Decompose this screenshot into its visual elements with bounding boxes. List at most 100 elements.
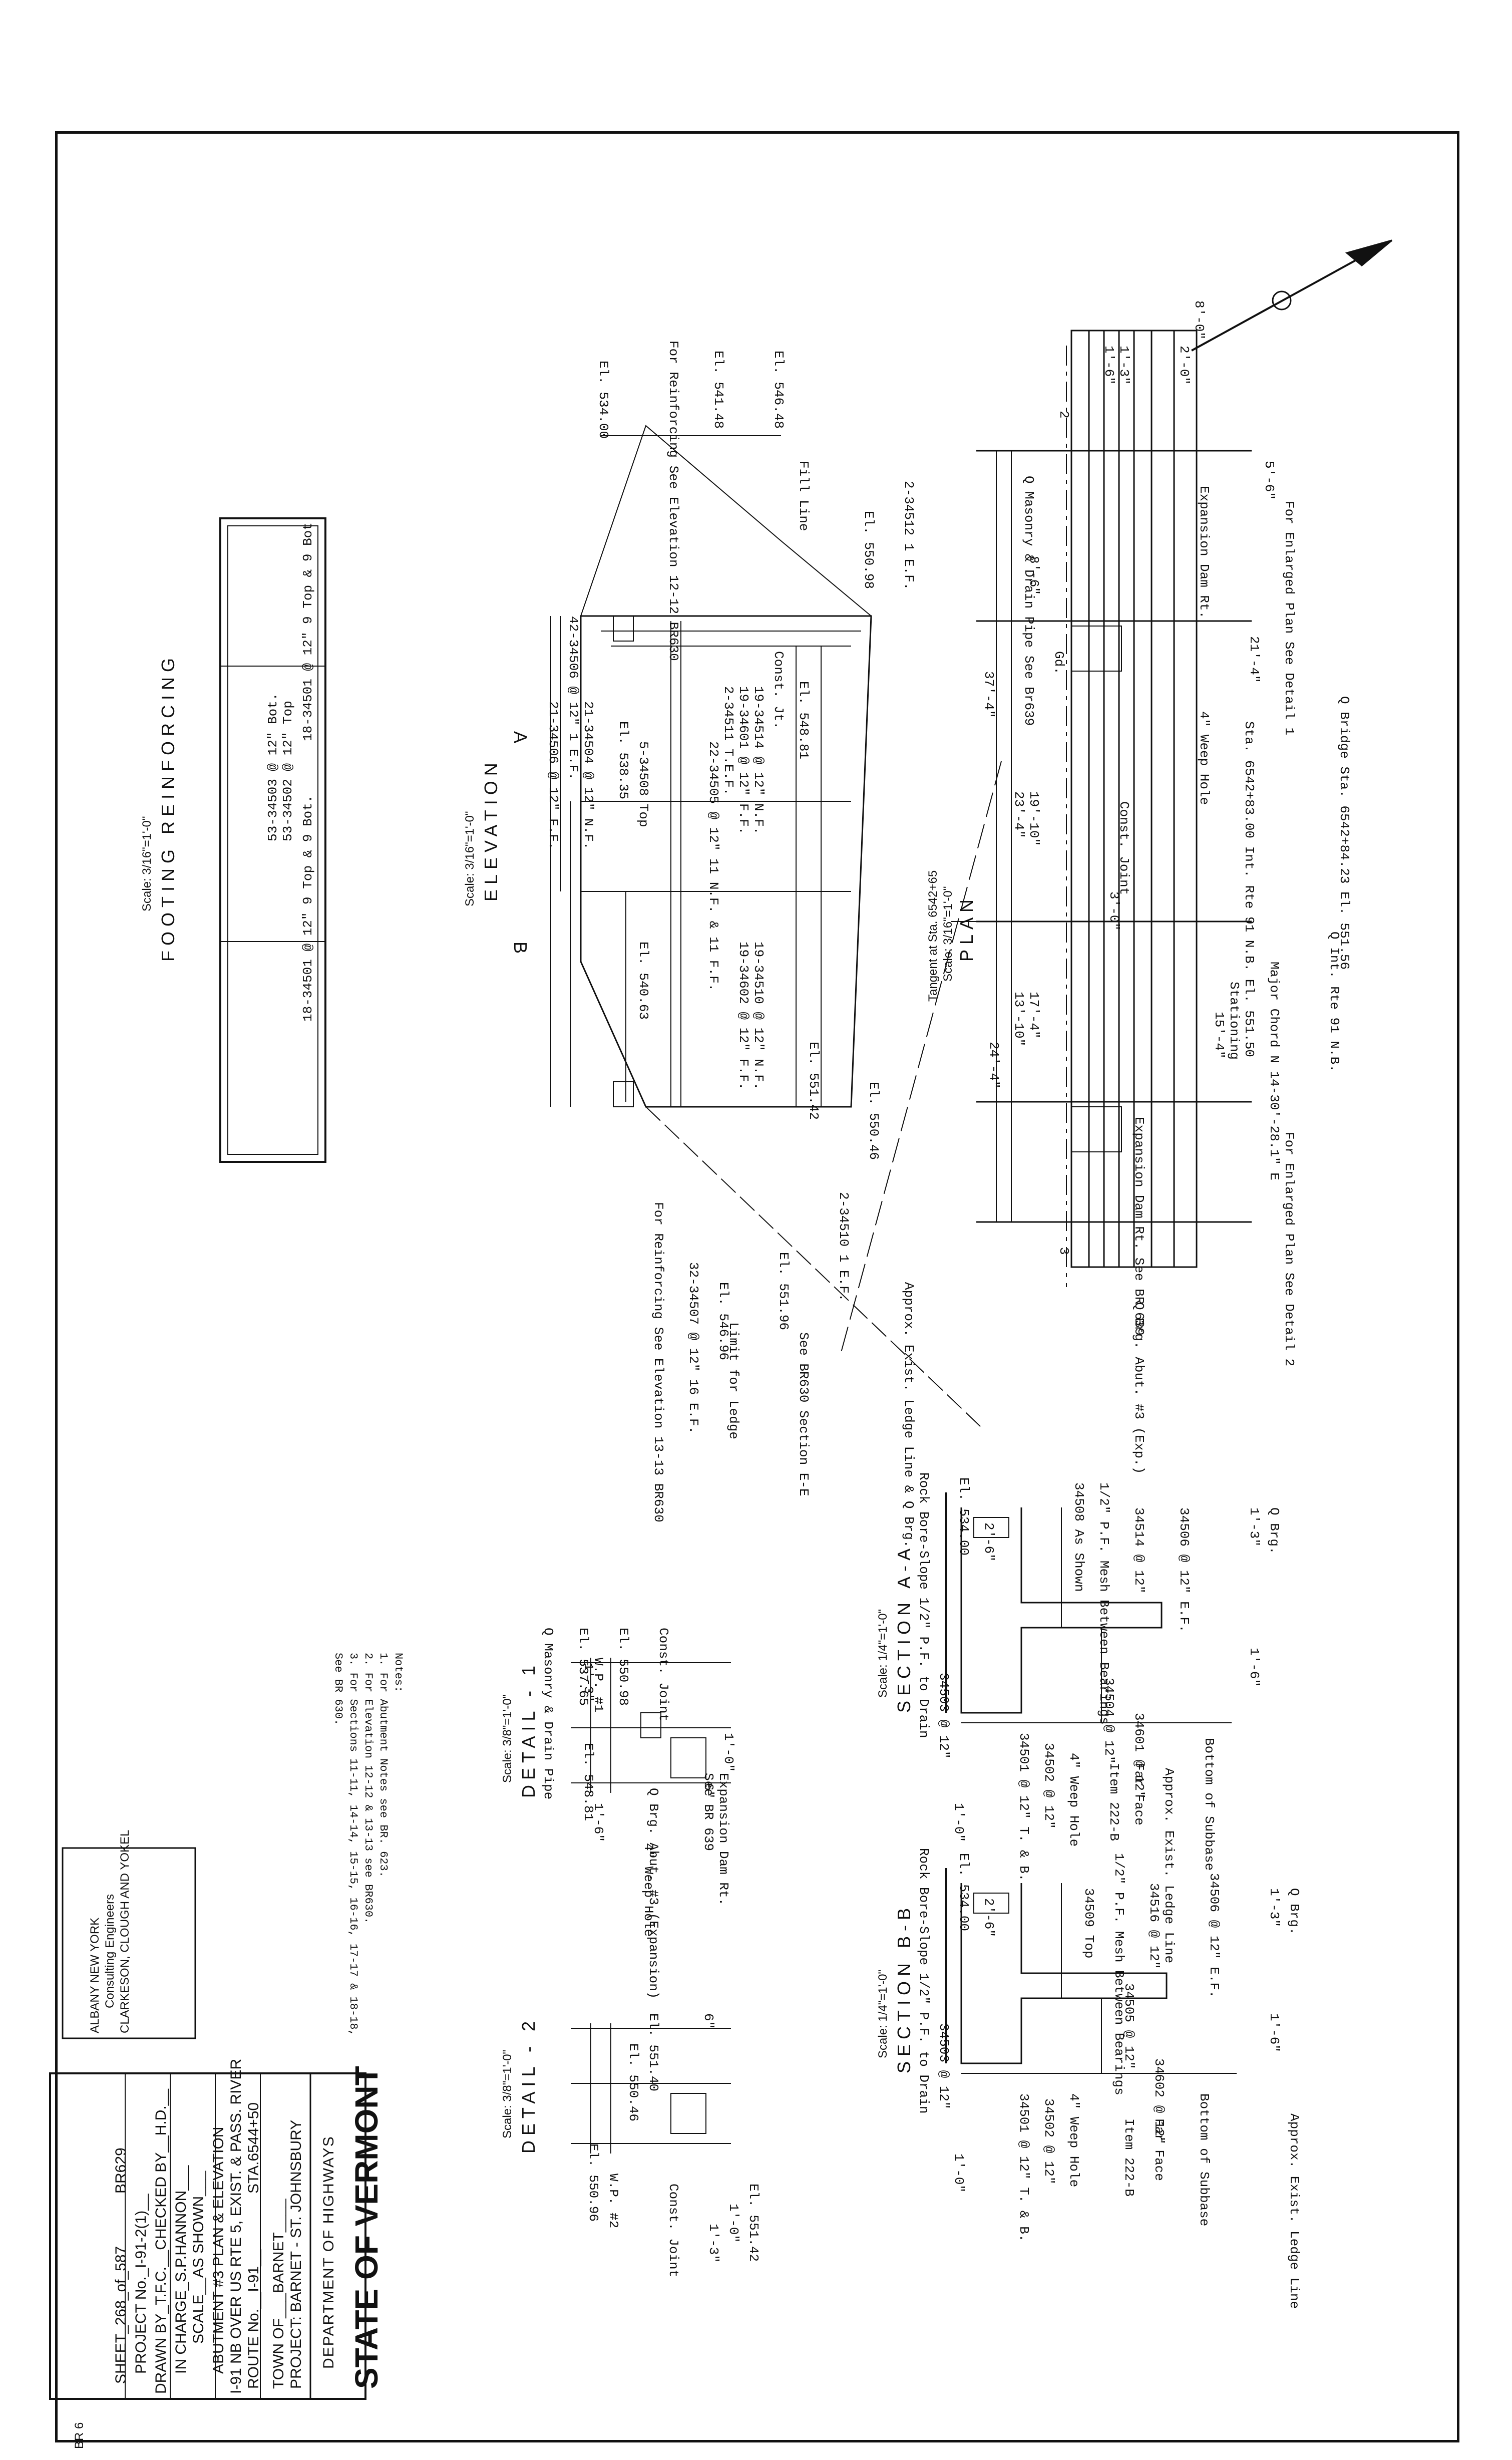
drawn-by-line: DRAWN BY_T.F.C.__CHECKED BY__H.D.__	[153, 2088, 169, 2394]
elev-label-540-63: El. 540.63	[636, 942, 651, 1020]
plan-label-const-joint: Const. Joint	[1116, 801, 1131, 895]
footing-view-lines	[219, 517, 326, 1163]
plan-dim-13: 24'-4"	[986, 1042, 1001, 1089]
state-title: STATE OF VERMONT	[348, 2066, 385, 2389]
elev-label-rebar-5: 22-34505 @ 12" 11 N.F. & 11 F.F.	[706, 741, 721, 992]
sec-aa-rock-bore: Rock Bore-Slope 1/2" P.F. to Drain	[916, 1472, 931, 1738]
sec-aa-rebar-1: 34506 @ 12" E.F.	[1177, 1507, 1192, 1633]
description-line-2: ABUTMENT #3 PLAN & ELEVATION	[210, 2126, 227, 2374]
plan-dim-4: 1'-6"	[1101, 346, 1116, 385]
sec-bb-rebar-4: 34505 @ 12"	[1121, 1983, 1137, 2069]
station-line: STA.6544+50	[245, 2102, 262, 2194]
sec-aa-rebar-4: 34504 @ 12"	[1101, 1678, 1116, 1764]
plan-label-major-chord: Major Chord N 14-30'-28.1" E	[1267, 962, 1282, 1180]
sheet-code: BR629	[113, 2147, 129, 2194]
footing-scale: Scale: 3/16"=1'-0"	[140, 816, 154, 911]
scale-line: SCALE__AS SHOWN___	[190, 2171, 207, 2344]
sec-aa-item: Item 222-B	[1106, 1763, 1121, 1841]
plan-view-lines	[841, 239, 1392, 1353]
plan-dim-7: 37'-4"	[981, 671, 996, 718]
plan-label-int-rte: Q Int. Rte 91 N.B.	[1327, 932, 1342, 1072]
sec-aa-dim-4: 1'-0"	[951, 1803, 966, 1842]
det2-dim-3: 1'-3"	[706, 2224, 721, 2263]
sec-aa-rebar-7: 34503 @ 12"	[936, 1673, 951, 1759]
plan-dim-3: 1'-3"	[1116, 346, 1131, 385]
elev-label-rebar-8: 21-34506 @ 12" F.F.	[546, 701, 561, 850]
plan-dim-14: 15'-4"	[1212, 1012, 1227, 1059]
consultant-location: ALBANY NEW YORK	[88, 1917, 102, 2033]
sec-bb-dim-3: 2'-6"	[981, 1898, 996, 1938]
in-charge-line: IN CHARGE_S.P.HANNON___	[173, 2165, 189, 2374]
section-bb-scale: Scale: 1/4"=1'-0"	[876, 1969, 890, 2058]
plan-label-station-int: Sta. 6542+83.00 Int. Rte 91 N.B. El. 551…	[1242, 721, 1257, 1057]
elev-label-const-jt: Const. Jt.	[771, 651, 786, 730]
consultant-box-outline	[62, 1847, 196, 2039]
elev-label-limit-ledge: Limit for Ledge	[726, 1322, 741, 1440]
section-aa-lines	[945, 1492, 1232, 1723]
elev-label-541-48: El. 541.48	[711, 351, 726, 429]
consultant-subtitle: Consulting Engineers	[103, 1894, 117, 2008]
sec-aa-weep-hole: 4" Weep Hole	[1066, 1753, 1081, 1847]
plan-label-section-ee: See BR630 Section E-E	[796, 1332, 811, 1496]
sec-bb-rebar-1: 34506 @ 12" E.F.	[1207, 1873, 1222, 1998]
detail-2-title: DETAIL - 2	[518, 2016, 539, 2154]
det2-el-550-96: El. 550.96	[586, 2143, 601, 2222]
elev-label-reinforcing-12: For Reinforcing See Elevation 12-12 BR63…	[666, 341, 681, 661]
town-line: TOWN OF___BARNET____	[270, 2199, 287, 2389]
route-line: ROUTE No.__I-91__	[245, 2249, 262, 2389]
sec-aa-far-face: Far Face	[1131, 1763, 1147, 1825]
sec-aa-el: El. 534.00	[956, 1477, 971, 1556]
plan-grade-label: Gd.	[1051, 651, 1066, 675]
plan-label-weep-hole: 4" Weep Hole	[1197, 711, 1212, 805]
det1-const-joint: Const. Joint	[656, 1628, 671, 1722]
det2-dim-1: 1'-0"	[726, 2204, 741, 2243]
sec-aa-subbase: Bottom of Subbase	[1202, 1738, 1217, 1871]
elev-label-551-96: El. 551.96	[776, 1252, 791, 1331]
elev-label-rebar-7: 21-34504 @ 12" N.F.	[581, 701, 596, 850]
det2-el-550-46: El. 550.46	[626, 2043, 641, 2122]
sec-aa-rebar-6: 34502 @ 12"	[1041, 1743, 1056, 1829]
plan-section-marker-2: 2	[1056, 411, 1071, 419]
note-2: 2. For Elevation 12-12 & 13-13 see BR630…	[362, 1653, 374, 1924]
elev-label-rebar-9: 42-34506 @ 12" 1 E.F.	[566, 616, 581, 780]
plan-label-expansion-dam: Expansion Dam Rt.	[1197, 486, 1212, 619]
plan-dim-9: 19'-10"	[1026, 791, 1041, 846]
plan-label-enlarged-plan-2: For Enlarged Plan See Detail 2	[1282, 1132, 1297, 1367]
elevation-scale: Scale: 3/16"=1'-0"	[463, 811, 477, 906]
elev-label-551-42: El. 551.42	[806, 1042, 821, 1120]
sec-bb-item: Item 222-B	[1121, 2118, 1137, 2197]
project-line: PROJECT: BARNET - ST. JOHNSBURY	[288, 2119, 304, 2389]
margin-code: BR 6	[73, 2422, 86, 2449]
sec-aa-dim-2: 1'-6"	[1247, 1648, 1262, 1687]
sec-bb-rebar-8: 34501 @ 12" T. & B.	[1016, 2093, 1031, 2242]
sheet-number-line: SHEET_268_of_587	[113, 2246, 129, 2384]
note-1: 1. For Abutment Notes see BR. 623.	[377, 1653, 390, 1878]
detail-1-lines	[571, 1658, 731, 1793]
plan-dim-6: 8'-6"	[1026, 556, 1041, 595]
det1-masonry: Q Masonry & Drain Pipe	[541, 1628, 556, 1800]
elev-label-rebar-4: 2-34511 T.E.F.	[721, 686, 736, 796]
sec-aa-rebar-2: 34514 @ 12"	[1131, 1507, 1147, 1594]
detail-1-scale: Scale: 3/8"=1'-0"	[501, 1694, 514, 1783]
det2-wp-2: W.P. #2	[606, 2174, 621, 2229]
elev-label-rebar-10: 19-34602 @ 12" F.F.	[736, 942, 751, 1090]
plan-dim-2: 2'-0"	[1177, 346, 1192, 385]
elev-label-rebar-11: 19-34510 @ 12" N.F.	[751, 942, 766, 1090]
detail-1-title: DETAIL - 1	[518, 1660, 539, 1798]
description-line-1: I-91 NB OVER US RTE 5, EXIST. & PASS. RI…	[228, 2058, 244, 2394]
plan-dim-5: 5'-6"	[1262, 461, 1277, 500]
det1-dim-4: 1'-6"	[591, 1803, 606, 1842]
section-aa-title: SECTION A-A	[894, 1543, 914, 1713]
plan-scale: Scale: 3/16"=1'-0"	[941, 886, 955, 982]
det1-weep-hole: 4" Weep Hole	[641, 1843, 656, 1937]
consultant-name: CLARKESON, CLOUGH AND YOKEL	[118, 1829, 132, 2033]
sec-bb-el: El. 534.00	[956, 1853, 971, 1932]
sec-bb-dim-4: 1'-0"	[951, 2154, 966, 2193]
plan-dim-1: 8'-0"	[1192, 300, 1207, 340]
elev-label-548-81: El. 548.81	[796, 681, 811, 760]
plan-dim-12: 13'-10"	[1011, 992, 1026, 1047]
plan-label-brg-abut: Q Brg. Abut. #3 (Exp.)	[1131, 1302, 1147, 1474]
det2-el-551-40: El. 551.40	[646, 2013, 661, 2092]
elevation-title: ELEVATION	[481, 758, 501, 901]
